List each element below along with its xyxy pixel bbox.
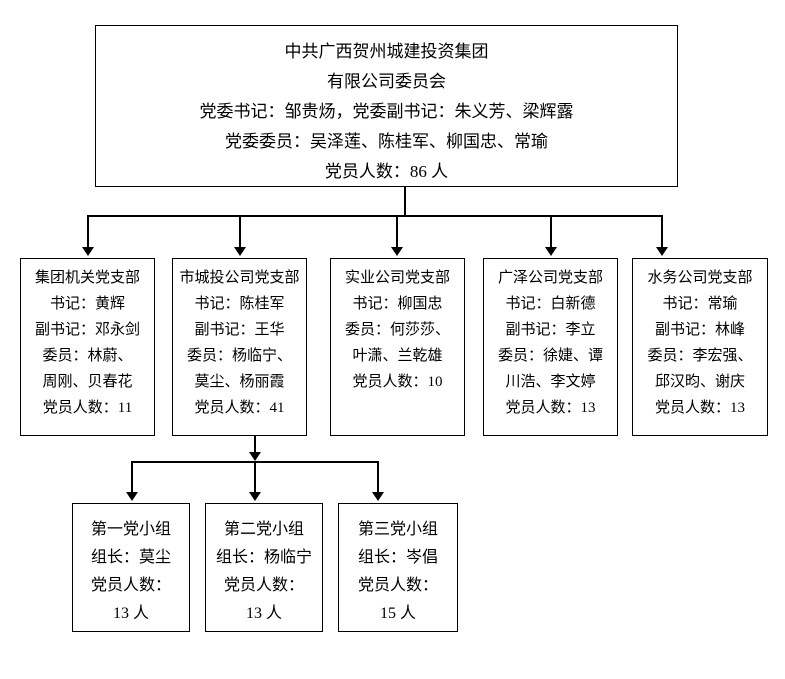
branch-4-member-count: 党员人数：13 xyxy=(654,400,745,416)
root-title-line-1: 中共广西贺州城建投资集团 xyxy=(284,42,489,61)
arrowhead-group-2 xyxy=(372,492,384,501)
connector-to-group-2 xyxy=(377,461,379,492)
branch-4-deputy: 副书记：林峰 xyxy=(654,322,745,338)
org-node-party-group-3[interactable]: 第三党小组 组长：岑倡 党员人数： 15 人 xyxy=(338,503,458,632)
root-title-line-2: 有限公司委员会 xyxy=(327,72,446,91)
org-node-party-group-1[interactable]: 第一党小组 组长：莫尘 党员人数： 13 人 xyxy=(72,503,190,632)
connector-to-group-0 xyxy=(131,461,133,492)
branch-1-member-count: 党员人数：41 xyxy=(194,400,285,416)
group-1-title: 第二党小组 xyxy=(223,521,304,538)
group-2-count-label: 党员人数： xyxy=(357,577,438,594)
branch-3-secretary: 书记：白新德 xyxy=(505,296,596,312)
branch-4-title: 水务公司党支部 xyxy=(647,270,753,286)
arrowhead-branch-2 xyxy=(391,247,403,256)
arrowhead-branch-4 xyxy=(656,247,668,256)
group-2-count-value: 15 人 xyxy=(379,605,416,622)
group-2-leader: 组长：岑倡 xyxy=(357,549,438,566)
connector-to-branch-4 xyxy=(661,215,663,247)
group-0-leader: 组长：莫尘 xyxy=(90,549,171,566)
root-member-count-line: 党员人数：86 人 xyxy=(324,162,449,181)
branch-0-members-1: 委员：林蔚、 xyxy=(42,348,133,364)
org-node-shiye-branch[interactable]: 实业公司党支部 书记：柳国忠 委员：何莎莎、 叶潇、兰乾雄 党员人数：10 xyxy=(330,258,465,436)
branch-2-member-count: 党员人数：10 xyxy=(352,374,443,390)
branch-1-deputy: 副书记：王华 xyxy=(194,322,285,338)
branch-0-secretary: 书记：黄辉 xyxy=(49,296,125,312)
branch-2-secretary: 书记：柳国忠 xyxy=(352,296,443,312)
connector-branch1-stem xyxy=(254,436,256,452)
connector-level2-bus xyxy=(88,215,662,217)
branch-3-title: 广泽公司党支部 xyxy=(497,270,603,286)
branch-4-members-2: 邱汉昀、谢庆 xyxy=(654,374,745,390)
group-2-title: 第三党小组 xyxy=(357,521,438,538)
branch-3-members-2: 川浩、李文婷 xyxy=(505,374,596,390)
group-1-leader: 组长：杨临宁 xyxy=(215,549,312,566)
arrowhead-branch-0 xyxy=(82,247,94,256)
branch-0-members-2: 周刚、贝春花 xyxy=(42,374,133,390)
org-node-shuiwu-branch[interactable]: 水务公司党支部 书记：常瑜 副书记：林峰 委员：李宏强、 邱汉昀、谢庆 党员人数… xyxy=(632,258,768,436)
arrowhead-group-1 xyxy=(249,492,261,501)
root-members-line: 党委委员：吴泽莲、陈桂军、柳国忠、常瑜 xyxy=(225,132,548,151)
connector-to-branch-3 xyxy=(550,215,552,247)
connector-root-stem xyxy=(404,187,406,215)
group-1-count-value: 13 人 xyxy=(245,605,282,622)
connector-to-group-1 xyxy=(254,461,256,492)
branch-1-title: 市城投公司党支部 xyxy=(179,270,300,286)
branch-0-deputy: 副书记：邓永剑 xyxy=(34,322,140,338)
org-node-guangze-branch[interactable]: 广泽公司党支部 书记：白新德 副书记：李立 委员：徐婕、谭 川浩、李文婷 党员人… xyxy=(483,258,618,436)
connector-to-branch-2 xyxy=(396,215,398,247)
branch-0-member-count: 党员人数：11 xyxy=(42,400,133,416)
branch-4-secretary: 书记：常瑜 xyxy=(662,296,738,312)
branch-4-members-1: 委员：李宏强、 xyxy=(647,348,753,364)
org-node-party-group-2[interactable]: 第二党小组 组长：杨临宁 党员人数： 13 人 xyxy=(205,503,323,632)
branch-1-members-2: 莫尘、杨丽霞 xyxy=(194,374,285,390)
org-node-group-agency-branch[interactable]: 集团机关党支部 书记：黄辉 副书记：邓永剑 委员：林蔚、 周刚、贝春花 党员人数… xyxy=(20,258,155,436)
branch-1-members-1: 委员：杨临宁、 xyxy=(186,348,292,364)
org-node-chengtou-branch[interactable]: 市城投公司党支部 书记：陈桂军 副书记：王华 委员：杨临宁、 莫尘、杨丽霞 党员… xyxy=(172,258,307,436)
group-0-count-label: 党员人数： xyxy=(90,577,171,594)
branch-1-secretary: 书记：陈桂军 xyxy=(194,296,285,312)
branch-3-deputy: 副书记：李立 xyxy=(505,322,596,338)
arrowhead-branch-1 xyxy=(234,247,246,256)
arrowhead-branch-3 xyxy=(545,247,557,256)
arrowhead-branch1-stem xyxy=(249,452,261,461)
root-secretary-line: 党委书记：邹贵炀，党委副书记：朱义芳、梁辉露 xyxy=(199,102,574,121)
group-0-title: 第一党小组 xyxy=(90,521,171,538)
branch-2-title: 实业公司党支部 xyxy=(344,270,450,286)
connector-to-branch-1 xyxy=(239,215,241,247)
branch-3-members-1: 委员：徐婕、谭 xyxy=(497,348,603,364)
connector-to-branch-0 xyxy=(87,215,89,247)
group-1-count-label: 党员人数： xyxy=(223,577,304,594)
branch-2-members-1: 委员：何莎莎、 xyxy=(344,322,450,338)
branch-3-member-count: 党员人数：13 xyxy=(505,400,596,416)
group-0-count-value: 13 人 xyxy=(112,605,149,622)
branch-0-title: 集团机关党支部 xyxy=(34,270,140,286)
arrowhead-group-0 xyxy=(126,492,138,501)
org-node-party-committee[interactable]: 中共广西贺州城建投资集团 有限公司委员会 党委书记：邹贵炀，党委副书记：朱义芳、… xyxy=(95,25,678,187)
branch-2-members-2: 叶潇、兰乾雄 xyxy=(352,348,443,364)
